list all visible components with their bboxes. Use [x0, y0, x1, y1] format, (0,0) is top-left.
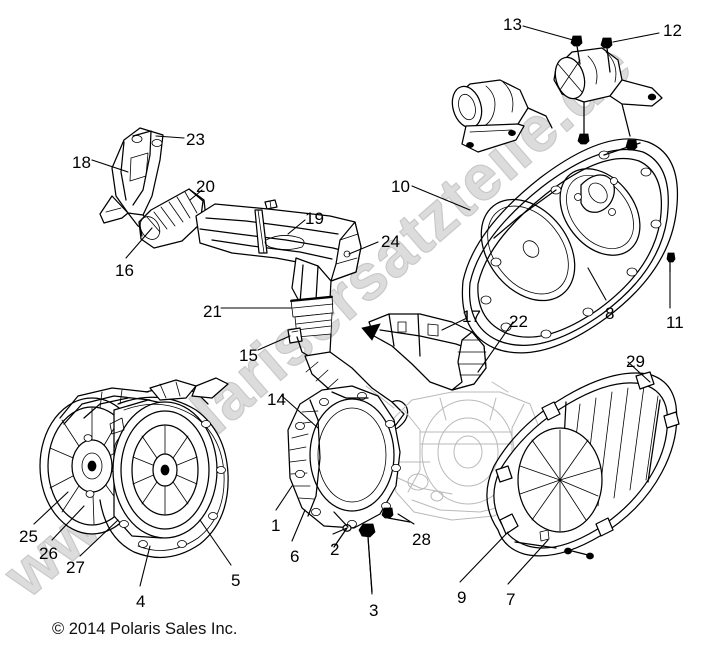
leader-19: [287, 219, 306, 235]
part-duct-clamps: [287, 295, 334, 361]
callout-9: 9: [457, 588, 467, 607]
callout-15: 15: [239, 346, 258, 365]
callout-16: 16: [115, 261, 134, 280]
callout-17: 17: [462, 307, 481, 326]
callout-12: 12: [663, 21, 682, 40]
callout-5: 5: [231, 571, 241, 590]
callout-3: 3: [369, 601, 379, 620]
leader-3: [367, 536, 373, 595]
callout-13: 13: [503, 15, 522, 34]
leader-13: [522, 25, 574, 41]
part-air-inlet-scoop: [99, 127, 164, 233]
leader-16: [125, 227, 153, 259]
part-inner-clutch-cover-29: [486, 371, 680, 560]
callout-14: 14: [267, 390, 286, 409]
callout-24: 24: [381, 232, 400, 251]
callout-19: 19: [305, 209, 324, 228]
leader-24: [348, 241, 379, 255]
leader-22: [477, 321, 514, 373]
leader-10: [411, 185, 471, 211]
part-silencer-right: [553, 35, 663, 151]
callout-18: 18: [72, 153, 91, 172]
callout-22: 22: [509, 312, 528, 331]
part-outlet-duct-17: [361, 313, 487, 391]
callout-4: 4: [136, 592, 146, 611]
callout-29: 29: [626, 352, 645, 371]
callout-7: 7: [506, 590, 516, 609]
leader-14: [281, 395, 319, 429]
callout-28: 28: [412, 530, 431, 549]
leader-8: [587, 267, 607, 301]
part-clutch-inner-cover-14: [287, 385, 401, 529]
callout-10: 10: [391, 177, 410, 196]
leader-15: [257, 335, 291, 351]
callout-20: 20: [196, 177, 215, 196]
leader-28: [397, 513, 415, 525]
callout-23: 23: [186, 130, 205, 149]
leader-6: [291, 509, 306, 542]
leader-27: [79, 519, 119, 557]
callout-6: 6: [290, 547, 300, 566]
leader-23: [155, 135, 185, 139]
leader-25: [33, 491, 69, 525]
part-drive-clutch-assembly: [39, 377, 229, 558]
leader-12: [612, 32, 660, 43]
part-intake-duct-main: [195, 199, 362, 304]
callout-2: 2: [330, 540, 340, 559]
callout-1: 1: [271, 516, 281, 535]
leader-5: [199, 519, 232, 566]
leader-4: [139, 545, 151, 587]
callout-11: 11: [666, 313, 684, 332]
leader-1: [275, 485, 293, 511]
leader-20: [189, 189, 203, 201]
leader-26: [51, 505, 85, 541]
leader-9: [459, 531, 509, 583]
part-silencer-left: [451, 79, 553, 153]
leader-2: [332, 527, 348, 535]
callout-26: 26: [39, 544, 58, 563]
callout-8: 8: [605, 304, 615, 323]
leader-29: [627, 361, 651, 383]
callout-25: 25: [19, 527, 38, 546]
part-screw-11: [666, 252, 676, 273]
callout-21: 21: [203, 302, 222, 321]
copyright-notice: © 2014 Polaris Sales Inc.: [52, 620, 238, 638]
part-outer-clutch-cover: [461, 138, 679, 354]
leader-7: [507, 539, 549, 585]
leader-17: [441, 317, 468, 331]
leader-18: [91, 159, 129, 173]
callout-27: 27: [66, 558, 85, 577]
